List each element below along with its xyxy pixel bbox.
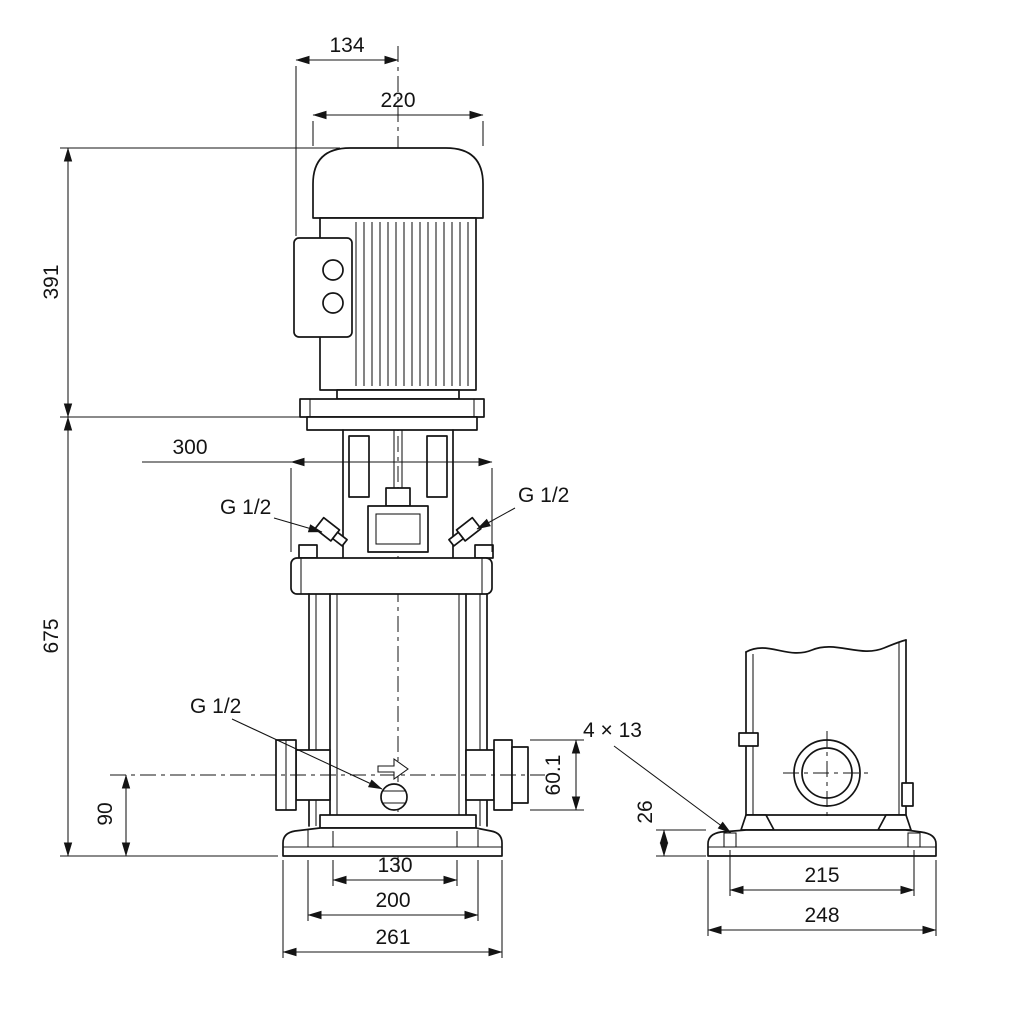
label-slot-4x13: 4 × 13 (583, 719, 732, 834)
dim-261: 261 (282, 860, 503, 958)
coupling-guard-left (348, 435, 370, 498)
chamber-stack (308, 593, 488, 827)
terminal-box (293, 237, 353, 338)
dim-label-391: 391 (40, 264, 63, 299)
side-clip (901, 782, 914, 807)
dim-label-248: 248 (804, 904, 839, 927)
dim-label-200: 200 (375, 889, 410, 912)
dim-391: 391 (40, 147, 340, 418)
dim-label-134: 134 (329, 34, 364, 57)
base-plinth (319, 814, 477, 829)
plug-left (314, 516, 348, 547)
flange-adapter (306, 416, 478, 431)
dim-label-261: 261 (375, 926, 410, 949)
break-line (745, 639, 907, 654)
dim-label-675: 675 (40, 618, 63, 653)
base-side (707, 829, 937, 857)
coupling (385, 487, 411, 507)
base-front (282, 827, 503, 857)
drain-plug (380, 783, 408, 811)
label-g12-top-right: G 1/2 (476, 484, 569, 530)
dim-215: 215 (729, 850, 915, 896)
dim-675: 675 (40, 416, 278, 857)
plug-label-right: G 1/2 (518, 484, 569, 507)
dim-134: 134 (295, 34, 399, 236)
dim-label-220: 220 (380, 89, 415, 112)
coupling-guard-right (426, 435, 448, 498)
head-nut-right (474, 544, 494, 559)
motor-fan-cover (312, 147, 484, 219)
dim-248: 248 (707, 860, 937, 936)
dim-300: 300 (142, 436, 493, 552)
bolt-slot-left (723, 832, 737, 848)
dim-220: 220 (312, 89, 484, 146)
dim-26: 26 (634, 800, 706, 857)
motor-fins (355, 222, 469, 386)
dim-label-215: 215 (804, 864, 839, 887)
plug-label-drain: G 1/2 (190, 695, 241, 718)
plug-label-left: G 1/2 (220, 496, 271, 519)
dimensions: 134 220 391 675 90 300 G 1/2 (40, 34, 937, 958)
flow-arrow-icon (377, 757, 409, 781)
dim-label-60-1: 60.1 (542, 755, 565, 796)
terminal-box-hole-top (322, 259, 344, 281)
pump-head (290, 557, 493, 595)
sleeve-clamp (738, 732, 759, 747)
terminal-box-hole-bottom (322, 292, 344, 314)
slot-label: 4 × 13 (583, 719, 642, 742)
label-g12-drain: G 1/2 (190, 695, 383, 790)
label-g12-top-left: G 1/2 (220, 496, 323, 533)
plug-right (448, 516, 482, 547)
motor-flange (299, 398, 485, 418)
side-view (707, 639, 937, 857)
dim-130: 130 (332, 854, 458, 886)
dim-label-26: 26 (634, 800, 657, 823)
dim-label-300: 300 (172, 436, 207, 459)
dim-200: 200 (307, 860, 479, 921)
seal-chamber-inner (375, 513, 421, 545)
motor-neck (336, 389, 460, 400)
bolt-slot-right (907, 832, 921, 848)
foot-right (877, 814, 912, 831)
head-nut-left (298, 544, 318, 559)
seal-chamber (367, 505, 429, 553)
dim-label-130: 130 (377, 854, 412, 877)
dim-90: 90 (94, 774, 131, 857)
front-view (110, 46, 545, 872)
foot-left (740, 814, 775, 831)
dim-label-90: 90 (94, 802, 117, 825)
dim-60-1: 60.1 (530, 739, 584, 811)
